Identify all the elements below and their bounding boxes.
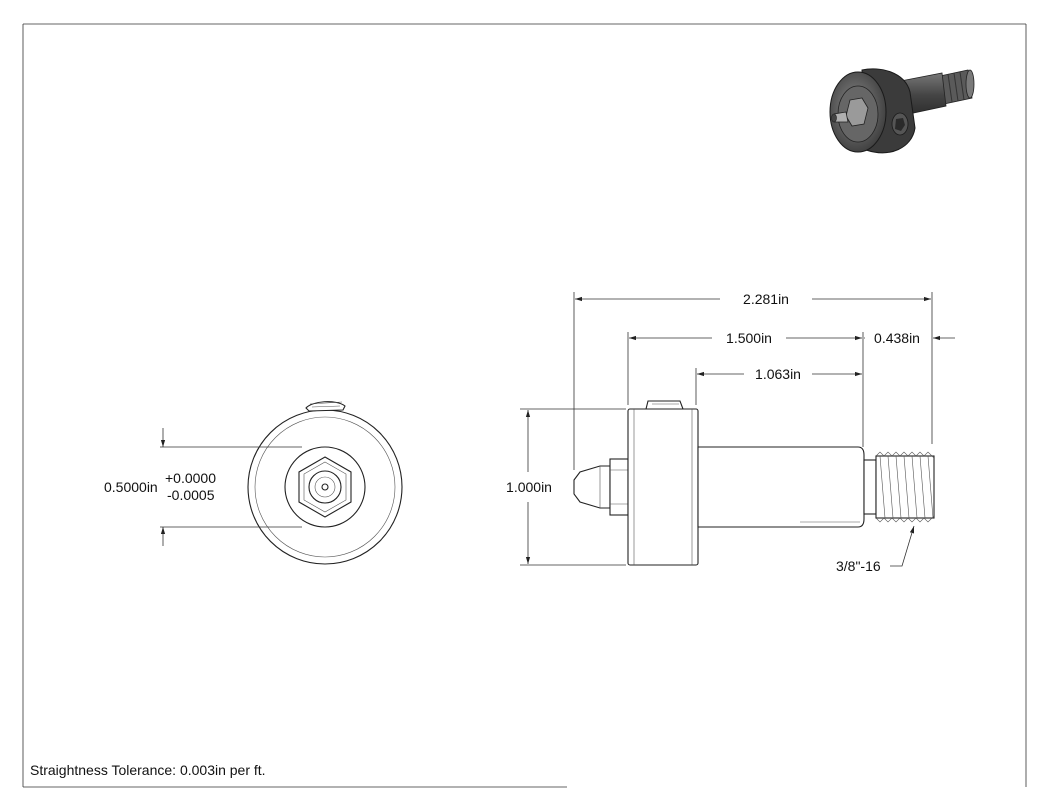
end-view: [247, 401, 403, 565]
collar-diameter-label: 1.000in: [506, 479, 552, 495]
bore-tolerance-plus: +0.0000: [165, 470, 216, 486]
bore-tolerance-minus: -0.0005: [167, 487, 215, 503]
bore-dimension: 0.5000in +0.0000 -0.0005: [104, 428, 302, 546]
body-to-end-label: 1.500in: [726, 330, 772, 346]
dim-thread-length: 0.438in: [864, 330, 955, 346]
dim-collar-diameter: 1.000in: [506, 410, 552, 564]
straightness-note: Straightness Tolerance: 0.003in per ft.: [30, 762, 266, 778]
thread-length-label: 0.438in: [874, 330, 920, 346]
isometric-view: [829, 68, 975, 154]
dim-shank-length: 1.063in: [697, 366, 862, 382]
sheet-border: [22, 23, 1027, 788]
dim-body-to-end: 1.500in: [629, 330, 862, 346]
side-view: [573, 400, 935, 566]
overall-length-label: 2.281in: [743, 291, 789, 307]
thread-callout-label: 3/8"-16: [836, 558, 881, 574]
bore-diameter-label: 0.5000in: [104, 479, 158, 495]
iso-thread: [939, 69, 975, 105]
thread-callout: 3/8"-16: [836, 525, 915, 574]
extension-lines: [520, 292, 933, 566]
thread-profile: [875, 451, 935, 523]
dim-overall-length: 2.281in: [575, 291, 931, 307]
shank-length-label: 1.063in: [755, 366, 801, 382]
